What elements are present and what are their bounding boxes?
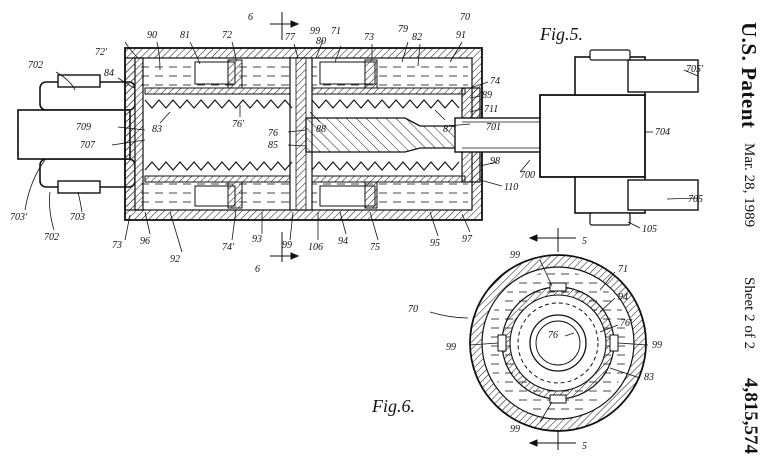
ref-99-top: 99	[310, 26, 320, 37]
ref-95: 95	[430, 238, 440, 249]
fig6-ref-76-prime: 76'	[620, 318, 633, 329]
ref-96: 96	[140, 236, 150, 247]
ref-81: 81	[180, 30, 190, 41]
section-line-6	[270, 12, 300, 262]
ref-701: 701	[486, 122, 501, 133]
ref-80: 80	[316, 36, 326, 47]
ref-89: 89	[482, 90, 492, 101]
ref-85: 85	[268, 140, 278, 151]
ref-71: 71	[331, 26, 341, 37]
ref-82: 82	[412, 32, 422, 43]
section-6-top: 6	[248, 12, 253, 23]
ref-72: 72	[222, 30, 232, 41]
ref-705: 705	[688, 194, 703, 205]
fig6-ref-99-bottom: 99	[510, 424, 520, 435]
fig6-ref-99-top: 99	[510, 250, 520, 261]
ref-72-prime: 72'	[95, 47, 108, 58]
fig6-ref-94: 94	[618, 292, 628, 303]
ref-79: 79	[398, 24, 408, 35]
fig6-ref-76: 76	[548, 330, 558, 341]
ref-97: 97	[462, 234, 473, 245]
figure-5: 70 702 72' 90 81 72 77 99 80 71 73 79 82…	[10, 12, 704, 275]
ref-702-top: 702	[28, 60, 43, 71]
ref-110: 110	[504, 182, 518, 193]
ref-77: 77	[285, 32, 296, 43]
ref-705-prime: 705'	[686, 64, 704, 75]
ref-98: 98	[490, 156, 500, 167]
fig6-ref-83: 83	[644, 372, 654, 383]
ref-703-prime: 703'	[10, 212, 28, 223]
patent-number: 4,815,574	[740, 378, 761, 454]
ref-90: 90	[147, 30, 157, 41]
fig6-ref-99-left: 99	[446, 342, 456, 353]
fig6-ref-99-right: 99	[652, 340, 662, 351]
ref-74-prime: 74'	[222, 242, 235, 253]
ref-88: 88	[316, 124, 326, 135]
ref-99-bottom: 99	[282, 240, 292, 251]
fig6-caption: Fig.6.	[371, 396, 415, 416]
ref-700: 700	[520, 170, 535, 181]
sheet-number: Sheet 2 of 2	[741, 277, 757, 350]
ref-70: 70	[460, 12, 470, 23]
ref-75: 75	[370, 242, 380, 253]
ref-76-prime: 76'	[232, 119, 245, 130]
ref-76: 76	[268, 128, 278, 139]
ref-91: 91	[456, 30, 466, 41]
section-6-bottom: 6	[255, 264, 260, 275]
cylinder-housing	[124, 47, 483, 221]
fig6-leader-lines	[429, 259, 649, 423]
fig5-labels: 70 702 72' 90 81 72 77 99 80 71 73 79 82…	[10, 12, 704, 275]
figure-6: 70 71 94 76' 99 99 99 99 76 83 5 5 Fig.6…	[371, 228, 662, 452]
ref-84: 84	[104, 68, 114, 79]
section-5-top: 5	[582, 236, 587, 247]
section-5-bottom: 5	[582, 441, 587, 452]
ref-94: 94	[338, 236, 348, 247]
fig6-ref-71: 71	[618, 264, 628, 275]
right-mount	[539, 49, 699, 226]
ref-93: 93	[252, 234, 262, 245]
patent-date: Mar. 28, 1989	[741, 143, 757, 228]
ref-106: 106	[308, 242, 323, 253]
ref-707: 707	[80, 140, 96, 151]
section-line-5	[528, 228, 576, 450]
ref-73-top: 73	[364, 32, 374, 43]
leader-lines	[24, 39, 699, 253]
patent-header-title: U.S. Patent	[737, 22, 761, 129]
fig5-caption: Fig.5.	[539, 24, 583, 44]
ref-74: 74	[490, 76, 500, 87]
ref-704: 704	[655, 127, 670, 138]
fig6-ref-70: 70	[408, 304, 418, 315]
ref-83: 83	[152, 124, 162, 135]
ref-105: 105	[642, 224, 657, 235]
bellows	[144, 99, 460, 171]
ref-703: 703	[70, 212, 85, 223]
ref-73-bottom: 73	[112, 240, 122, 251]
ref-709: 709	[76, 122, 91, 133]
ref-711: 711	[484, 104, 498, 115]
ref-702-bottom: 702	[44, 232, 59, 243]
ref-92: 92	[170, 254, 180, 265]
fig6-labels: 70 71 94 76' 99 99 99 99 76 83 5 5	[408, 236, 662, 452]
ref-87: 87	[443, 124, 454, 135]
